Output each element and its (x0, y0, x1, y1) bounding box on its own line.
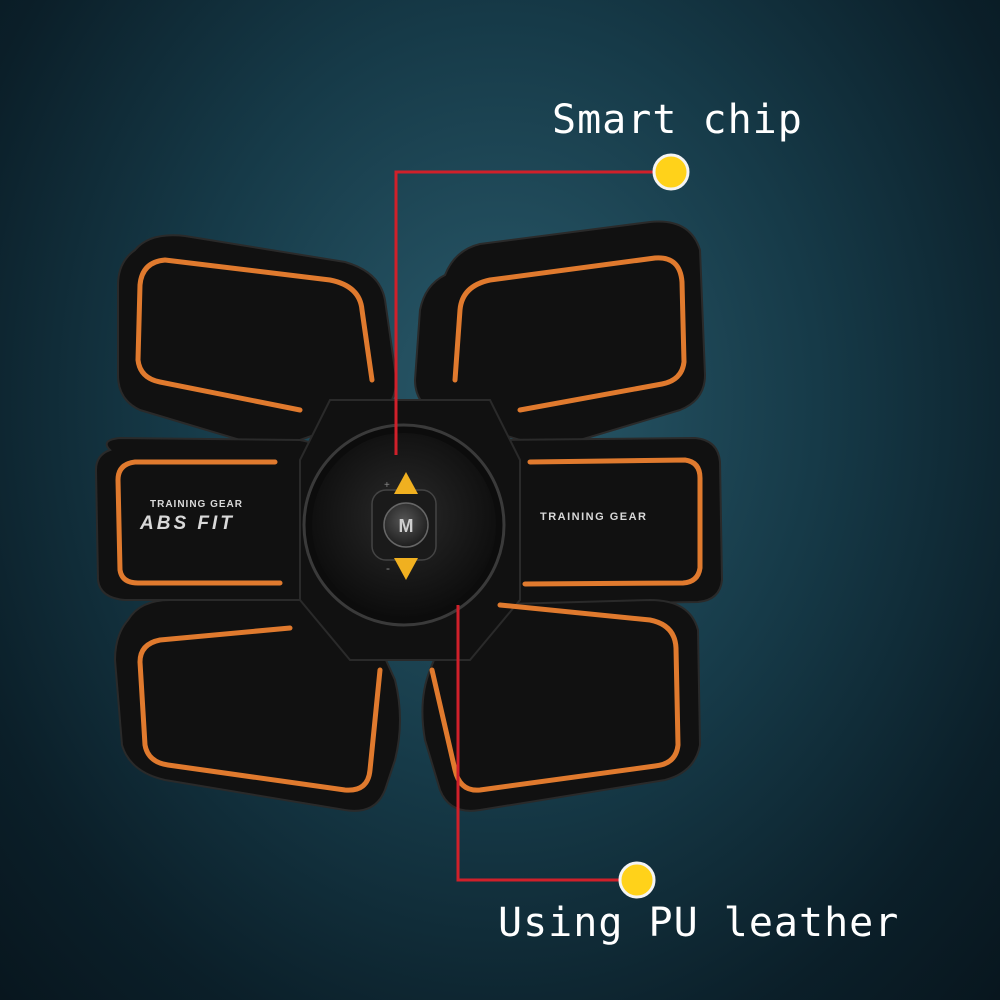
smart-chip-callout-line (394, 170, 668, 455)
pu-leather-callout-line (456, 605, 632, 882)
mode-button-label: M (399, 516, 414, 536)
smart-chip-label: Smart chip (552, 97, 803, 143)
svg-text:-: - (386, 561, 390, 575)
pad-left-small-text: TRAINING GEAR (150, 499, 243, 510)
smart-chip-dot (652, 153, 690, 191)
callout-lines (394, 170, 668, 882)
callout-dots (618, 153, 690, 899)
pad-brand-text: ABS FIT (140, 513, 235, 534)
mode-button[interactable]: M (383, 502, 429, 548)
pad-right-text: TRAINING GEAR (540, 511, 648, 523)
svg-text:+: + (384, 480, 390, 491)
pad-trim (115, 255, 703, 793)
pu-leather-label: Using PU leather (498, 900, 900, 946)
increase-arrow-icon[interactable]: + (384, 472, 418, 494)
decrease-arrow-icon[interactable]: - (386, 558, 418, 580)
pu-leather-dot (618, 861, 656, 899)
